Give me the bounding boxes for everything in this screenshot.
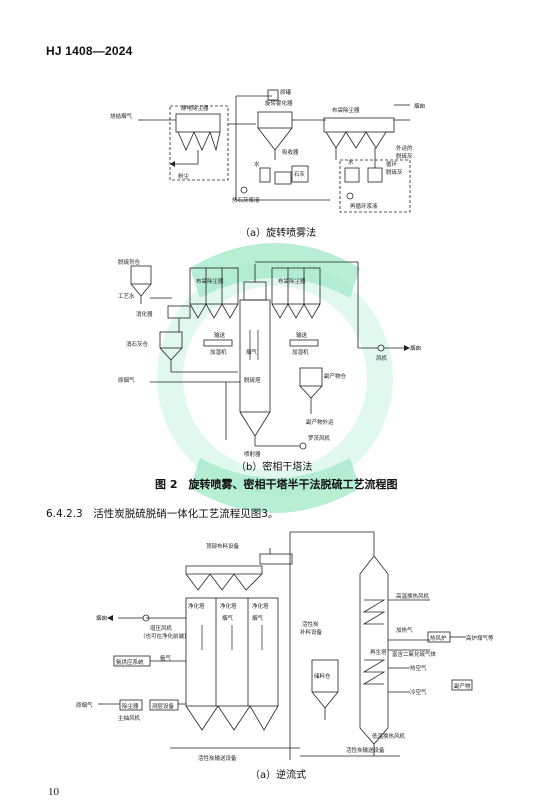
lbl-flue-in: 烧结烟气 <box>110 112 133 120</box>
lbl-absorber: 吸收器 <box>282 148 299 156</box>
lbl-desulf-ash2: 脱硫灰 <box>386 168 403 176</box>
lbl-ac-convey-r: 活性炭输送设备 <box>346 746 385 754</box>
lbl-hot-stove: 热风炉 <box>430 634 447 642</box>
lbl-esp: 静电除尘器 <box>181 104 209 112</box>
lbl-booster-fan: 增压风机 <box>150 624 173 632</box>
lbl-slaked-lime: 消石灰仓 <box>126 340 149 348</box>
lbl-ac-bin2: 补料设备 <box>300 628 323 636</box>
lbl-tower1: 净化塔 <box>188 602 205 610</box>
lbl-flue-gas: 烟气 <box>246 348 258 356</box>
esp-box <box>169 105 229 181</box>
lbl-bag-filter-a: 布袋除尘器 <box>332 106 360 114</box>
caption-fig-a: （a）旋转喷雾法 <box>240 228 317 239</box>
lbl-tank: 原罐 <box>280 88 292 96</box>
caption-fig-b: （b）密相干塔法 <box>236 462 313 473</box>
lbl-hot-slurry: 热石灰浆液 <box>232 196 260 204</box>
lbl-nozzle: 喷射器 <box>244 450 261 458</box>
lbl-main-fan: 主抽风机 <box>118 714 141 722</box>
lbl-convey-r: 输送 <box>296 331 308 339</box>
lbl-digester: 消化器 <box>136 310 153 318</box>
lbl-raw-flue-3: 原烟气 <box>76 701 93 709</box>
section-6-4-2-3: 6.4.2.3 活性炭脱硫脱硝一体化工艺流程见图3。 <box>46 508 279 520</box>
caption-fig3a: （a）逆流式 <box>250 770 307 781</box>
lbl-flue2: 烟气 <box>252 614 264 622</box>
lbl-dust: 粉尘 <box>178 172 190 180</box>
lbl-ac-convey-l: 活性炭输送设备 <box>198 754 237 762</box>
lbl-top-dist: 顶部布料设备 <box>206 542 240 550</box>
figure-2-title: 图 2 旋转喷雾、密相干塔半干法脱硫工艺流程图 <box>155 478 398 491</box>
lbl-chimney-3: 烟囱 <box>96 614 107 622</box>
lbl-tower3: 净化塔 <box>252 602 269 610</box>
lbl-chimney-b: 烟囱 <box>410 344 421 352</box>
lbl-byproduct-out: 副产物外运 <box>306 418 334 426</box>
lbl-atomizer: 旋转雾化器 <box>265 99 293 107</box>
lbl-fan: 风机 <box>376 354 388 362</box>
lbl-tower: 脱硫塔 <box>244 376 261 384</box>
lbl-lime: 石灰 <box>294 170 306 178</box>
lbl-recycle-slurry: 再循环浆液 <box>350 202 378 210</box>
lbl-agent-bin: 脱硫剂仓 <box>118 258 141 266</box>
lbl-hi-fan: 高温换热风机 <box>396 592 430 600</box>
lbl-flue1: 烟气 <box>222 614 234 622</box>
page-number: 10 <box>48 786 59 798</box>
lbl-so2: 富含二氧化硫气体 <box>392 650 437 658</box>
lbl-ac-bin: 活性炭 <box>302 620 319 628</box>
lbl-raw-flue-b: 原烟气 <box>118 376 135 384</box>
lbl-heated-air: 加热气 <box>396 626 413 634</box>
lbl-lo-fan: 低温换热风机 <box>372 732 406 740</box>
lbl-storage: 储料仓 <box>314 672 331 680</box>
lbl-water2: 水 <box>348 158 354 166</box>
lbl-byproduct-bin: 副产物仓 <box>324 372 347 380</box>
lbl-hi-furnace: 高炉煤气等 <box>466 634 494 642</box>
lbl-byproduct-3: 副产物 <box>454 682 471 690</box>
lbl-chimney-a: 烟囱 <box>414 102 425 110</box>
lbl-bottom-dist: 测层设备 <box>152 702 175 710</box>
lbl-convey-l: 输送 <box>214 331 226 339</box>
lbl-cold-air: 冷空气 <box>410 688 427 696</box>
lbl-tower2: 净化塔 <box>220 602 237 610</box>
lbl-humid-l: 加湿机 <box>210 348 227 356</box>
lbl-desulf-ash: 脱硫灰 <box>396 152 413 160</box>
lbl-precollector: 除尘器 <box>122 702 139 710</box>
lbl-roots-fan: 罗茨风机 <box>308 434 331 442</box>
lbl-ammonia-sys: 氨供应系统 <box>116 658 144 666</box>
lbl-bag-r: 布袋除尘器 <box>278 277 306 285</box>
lbl-export: 外运的 <box>396 144 413 152</box>
lbl-recycle: 循环 <box>386 160 398 168</box>
lbl-humid-r: 加湿机 <box>292 348 309 356</box>
lbl-regen: 再生塔 <box>370 648 387 656</box>
lbl-water: 水 <box>254 160 260 168</box>
lbl-hot-air: 热空气 <box>410 664 427 672</box>
lbl-ammonia: 氨气 <box>160 654 172 662</box>
lbl-process-water: 工艺水 <box>118 292 135 300</box>
lbl-bag-l: 布袋除尘器 <box>196 277 224 285</box>
standard-number: HJ 1408—2024 <box>46 44 133 58</box>
lbl-booster-note: （也可在净化前端） <box>140 632 190 640</box>
